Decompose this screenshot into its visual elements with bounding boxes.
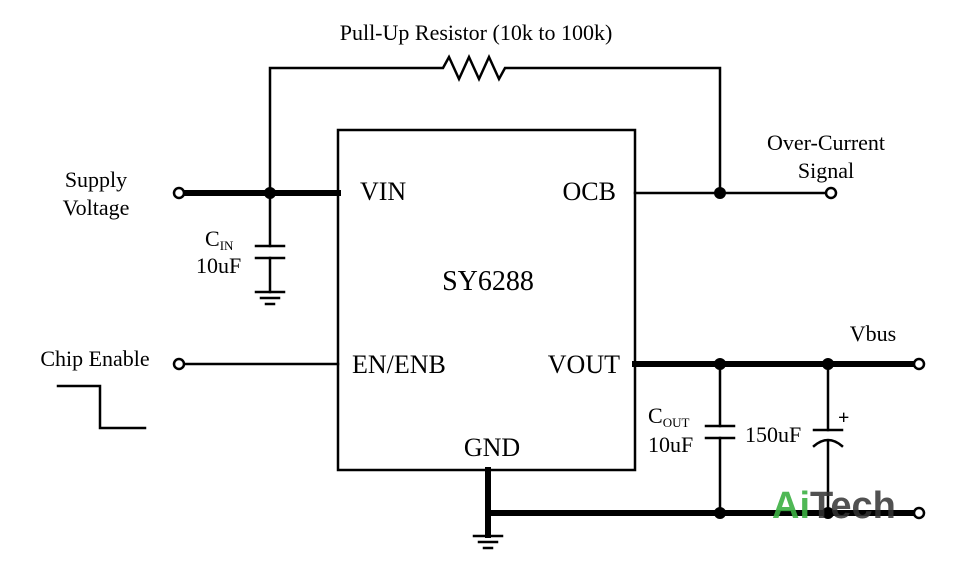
cout-label: COUT [648,403,689,430]
pin-vin-label: VIN [360,177,406,206]
overcurrent-label-line2: Signal [798,158,854,183]
pin-gnd-label: GND [464,433,520,462]
pin-vout-label: VOUT [548,350,620,379]
gnd-junction-dot-1 [714,507,726,519]
bulk-cap-value: 150uF [745,422,801,447]
supply-voltage-label-line2: Voltage [63,195,130,220]
pullup-resistor-label: Pull-Up Resistor (10k to 100k) [340,20,613,45]
ground-terminal [912,506,926,520]
pin-ocb-label: OCB [563,177,616,206]
overcurrent-terminal [824,186,838,200]
cout-value: 10uF [648,432,693,457]
cin-value: 10uF [196,253,241,278]
vbus-terminal [912,357,926,371]
supply-voltage-terminal [172,186,186,200]
cin-label: CIN [205,226,234,253]
chip-enable-label: Chip Enable [40,346,149,371]
chip-name: SY6288 [442,266,534,297]
enable-step-waveform [56,384,147,430]
bulk-cap-polarity: + [838,407,849,429]
aitech-watermark-logo: AiTech [772,485,896,527]
vbus-label: Vbus [850,321,896,346]
pullup-wire [268,53,722,195]
chip-enable-terminal [172,357,186,371]
gnd-junction-dot-2 [822,507,834,519]
supply-voltage-label-line1: Supply [65,167,127,192]
overcurrent-label-line1: Over-Current [767,130,885,155]
ocb-junction-dot [714,187,726,199]
pin-en-label: EN/ENB [352,350,446,379]
